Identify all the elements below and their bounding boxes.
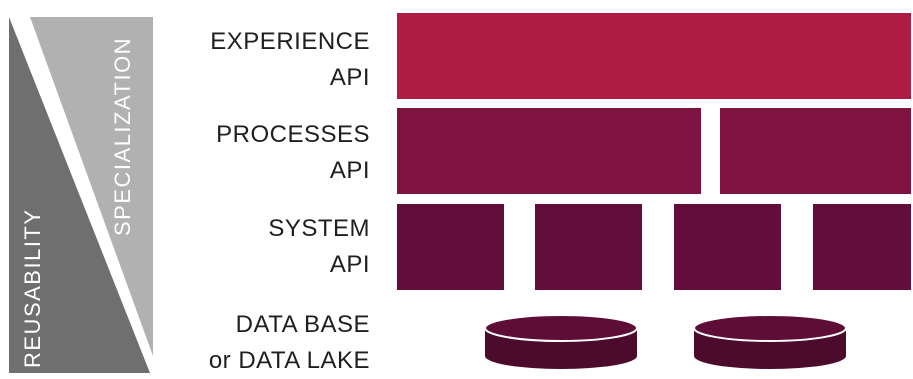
database-label: DATA BASE or DATA LAKE [209, 307, 370, 379]
processes-label-line1: PROCESSES [216, 121, 370, 148]
system-label-line1: SYSTEM [268, 215, 370, 242]
specialization-triangle [30, 17, 153, 356]
processes-api-block [720, 108, 911, 194]
specialization-label: SPECIALIZATION [110, 36, 135, 236]
database-cylinder-icon [693, 314, 847, 369]
processes-label-line2: API [329, 157, 370, 184]
database-cylinder-icon [484, 314, 638, 369]
system-api-block [535, 204, 642, 290]
system-label-line2: API [329, 251, 370, 278]
system-api-block [397, 204, 504, 290]
system-api-block [674, 204, 781, 290]
reusability-label: REUSABILITY [20, 208, 45, 368]
experience-label-line1: EXPERIENCE [210, 28, 370, 55]
processes-api-label: PROCESSES API [216, 117, 370, 189]
experience-api-label: EXPERIENCE API [210, 24, 370, 96]
system-api-label: SYSTEM API [268, 211, 370, 283]
experience-label-line2: API [329, 64, 370, 91]
database-label-line2: or DATA LAKE [208, 347, 370, 374]
experience-api-block [397, 13, 911, 99]
reusability-triangle [9, 17, 150, 373]
system-api-block [813, 204, 911, 290]
processes-api-block [397, 108, 701, 194]
database-label-line1: DATA BASE [235, 311, 370, 338]
